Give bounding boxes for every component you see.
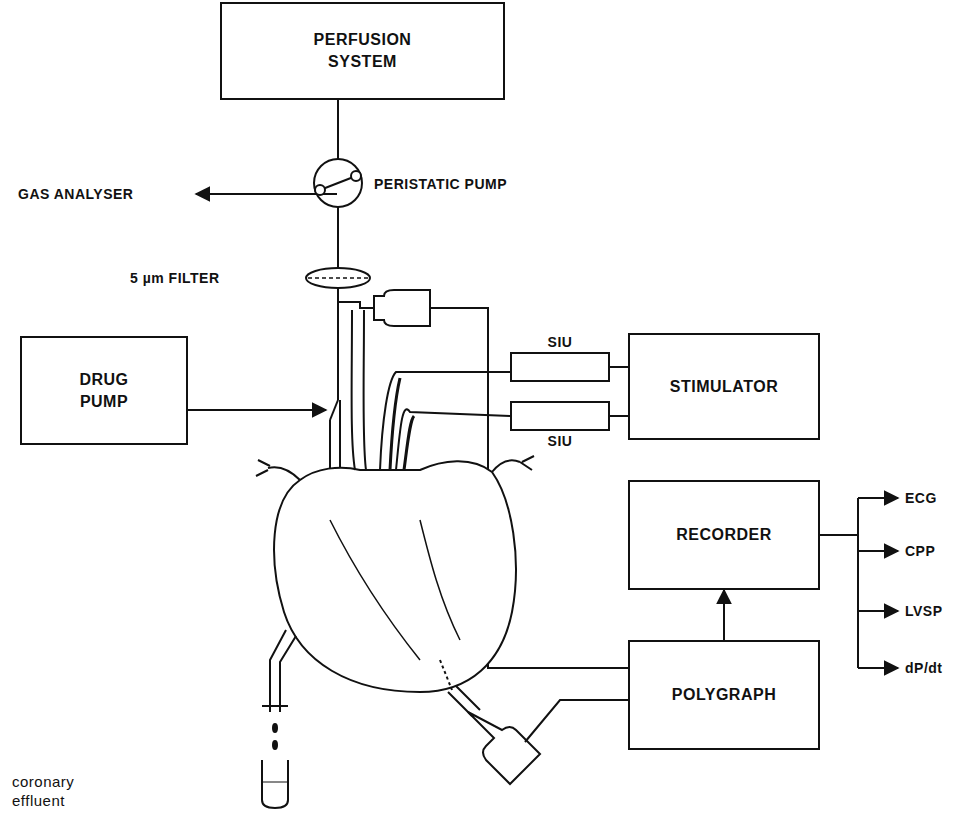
box-label: DRUG PUMP [64,369,144,413]
collection-tube [262,760,288,808]
box-outline: POLYGRAPH [628,640,820,750]
box-outline: PERFUSION SYSTEM [220,2,505,100]
output-arrow [858,497,898,499]
output-line [820,534,858,536]
box-label: RECORDER [676,524,772,546]
lv-balloon [440,660,452,690]
drop [273,724,277,732]
lv-transducer [468,712,540,784]
pressure-transducer [374,290,430,326]
nerve-bundle [390,378,414,470]
unit-label: SIU [510,431,610,451]
signal-name: ECG [905,488,937,508]
part-label: PERISTATIC PUMP [374,174,507,194]
equipment-box: PERFUSION SYSTEM [220,2,505,100]
equipment-box: POLYGRAPH [628,640,820,750]
pump-roller [315,185,325,195]
cardiac-nerve [380,372,510,470]
interface-unit: SIU [510,401,610,451]
equipment-box: RECORDER [628,480,820,590]
box-label: POLYGRAPH [672,684,776,706]
cannula-tie [262,705,288,707]
pump-roller [351,171,361,181]
transducer-wire [525,700,628,742]
effluent-level [263,782,287,783]
aortic-cannula [339,400,341,470]
box-outline [510,401,610,431]
box-outline [510,352,610,382]
box-label: STIMULATOR [670,376,778,398]
stimulus-wire [610,415,628,417]
drug-line [188,409,326,411]
stimulus-wire [610,366,628,368]
output-arrow [858,550,898,552]
equipment-box: STIMULATOR [628,333,820,440]
perfusion-tube [337,207,339,269]
perfusion-tube [337,100,339,159]
tied-vessel [256,456,534,476]
coronary-vessel [330,520,460,660]
output-bus [857,498,859,668]
part-label: coronary effluent [12,772,102,810]
box-label: PERFUSION SYSTEM [298,29,428,73]
perfusion-tube [337,287,339,400]
lv-catheter [448,686,480,716]
interface-unit: SIU [510,332,610,382]
unit-label: SIU [510,332,610,352]
filter-membrane [308,277,368,279]
equipment-box: DRUG PUMP [20,336,188,445]
aortic-cannula [329,420,331,470]
effluent-cannula [270,630,296,712]
output-arrow [858,667,898,669]
box-outline: STIMULATOR [628,333,820,440]
output-arrow [858,610,898,612]
aortic-cannula [330,400,338,420]
atrium [268,460,520,480]
vessel [352,310,366,470]
box-outline: RECORDER [628,480,820,590]
pressure-line [338,302,374,308]
signal-name: dP/dt [905,658,943,678]
peristaltic-pump [314,159,362,207]
box-outline: DRUG PUMP [20,336,188,445]
signal-name: LVSP [905,601,943,621]
signal-arrow [723,590,725,640]
part-label: GAS ANALYSER [18,184,133,204]
filter [306,268,370,288]
drop [273,741,277,749]
signal-name: CPP [905,541,935,561]
part-label: 5 µm FILTER [130,268,220,288]
heart [274,461,516,692]
